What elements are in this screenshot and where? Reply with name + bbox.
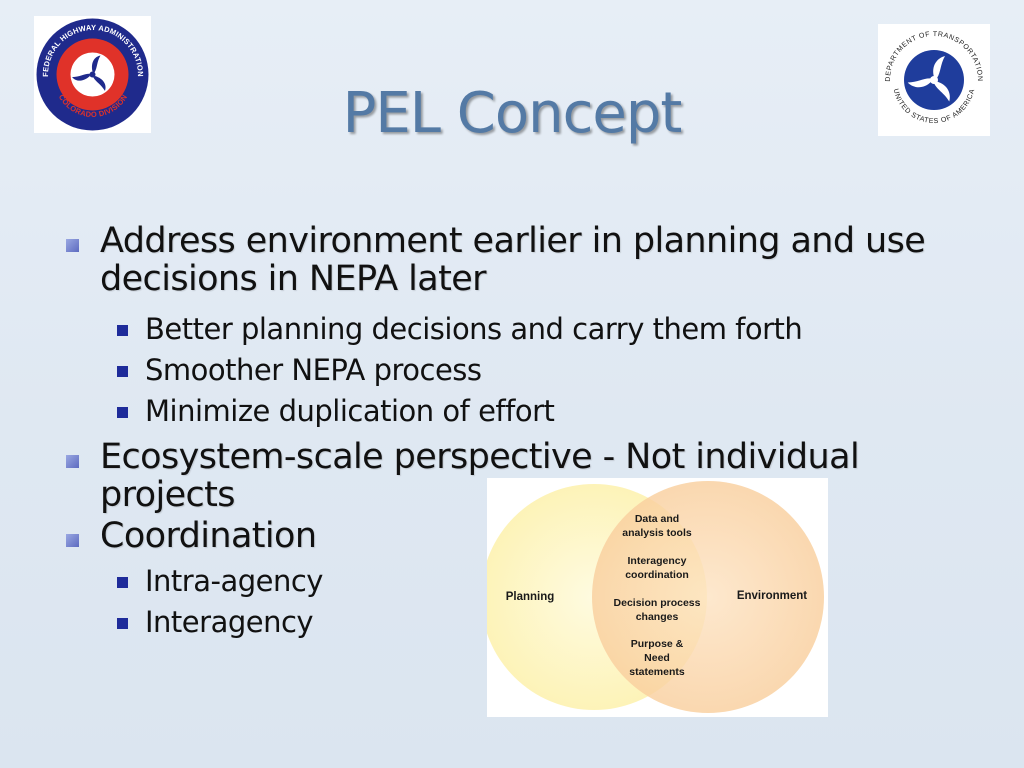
sub-bullet-square-icon [117,366,128,377]
usdot-seal-icon: DEPARTMENT OF TRANSPORTATION UNITED STAT… [885,31,983,125]
sub-bullet-item: Intra-agency [62,561,982,602]
sub-bullet-square-icon [117,407,128,418]
sub-bullet-square-icon [117,577,128,588]
venn-overlap-line: analysis tools [622,527,692,539]
sub-bullet-item: Interagency [62,602,982,643]
fhwa-seal-icon: FEDERAL HIGHWAY ADMINISTRATION COLORADO … [36,18,149,131]
bullet-text-line: decisions in NEPA later [100,259,487,299]
sub-bullet-square-icon [117,618,128,629]
bullet-text-line: Coordination [100,516,317,556]
sub-bullet-item: Smoother NEPA process [62,350,982,391]
bullet-item: Coordination [62,517,982,555]
bullet-item: Address environment earlier in planning … [62,222,982,298]
sub-bullet-item: Better planning decisions and carry them… [62,309,982,350]
venn-label-environment: Environment [737,590,807,602]
venn-overlap-line: changes [636,611,679,623]
venn-overlap-line: Interagency [628,555,687,567]
bullet-text-line: Address environment earlier in planning … [100,221,926,261]
sub-bullet-text: Intra-agency [145,564,323,598]
venn-diagram-svg: Planning Environment Data and analysis t… [487,481,824,713]
bullet-list: Address environment earlier in planning … [62,222,982,643]
bullet-text-line: projects [100,475,236,515]
bullet-item: Ecosystem-scale perspective - Not indivi… [62,438,982,514]
bullet-text-line: Ecosystem-scale perspective - Not indivi… [100,437,860,477]
venn-diagram: Planning Environment Data and analysis t… [487,478,828,717]
venn-overlap-line: Purpose & [631,638,684,650]
sub-bullet-text: Interagency [145,605,314,639]
bullet-square-icon [66,534,79,547]
venn-overlap-line: Need [644,652,670,664]
venn-overlap-line: coordination [625,569,689,581]
venn-overlap-line: Data and [635,513,679,525]
sub-bullet-text: Smoother NEPA process [145,353,482,387]
fhwa-logo: FEDERAL HIGHWAY ADMINISTRATION COLORADO … [34,16,151,133]
venn-overlap-line: Decision process [614,597,701,609]
venn-circle-environment [592,481,824,713]
venn-label-planning: Planning [506,591,555,603]
bullet-square-icon [66,455,79,468]
sub-bullet-item: Minimize duplication of effort [62,391,982,432]
slide-title: PEL Concept [342,81,683,146]
sub-bullet-text: Minimize duplication of effort [145,394,555,428]
sub-bullet-text: Better planning decisions and carry them… [145,312,803,346]
sub-bullet-square-icon [117,325,128,336]
venn-overlap-line: statements [629,666,685,678]
bullet-square-icon [66,239,79,252]
usdot-logo: DEPARTMENT OF TRANSPORTATION UNITED STAT… [878,24,990,136]
